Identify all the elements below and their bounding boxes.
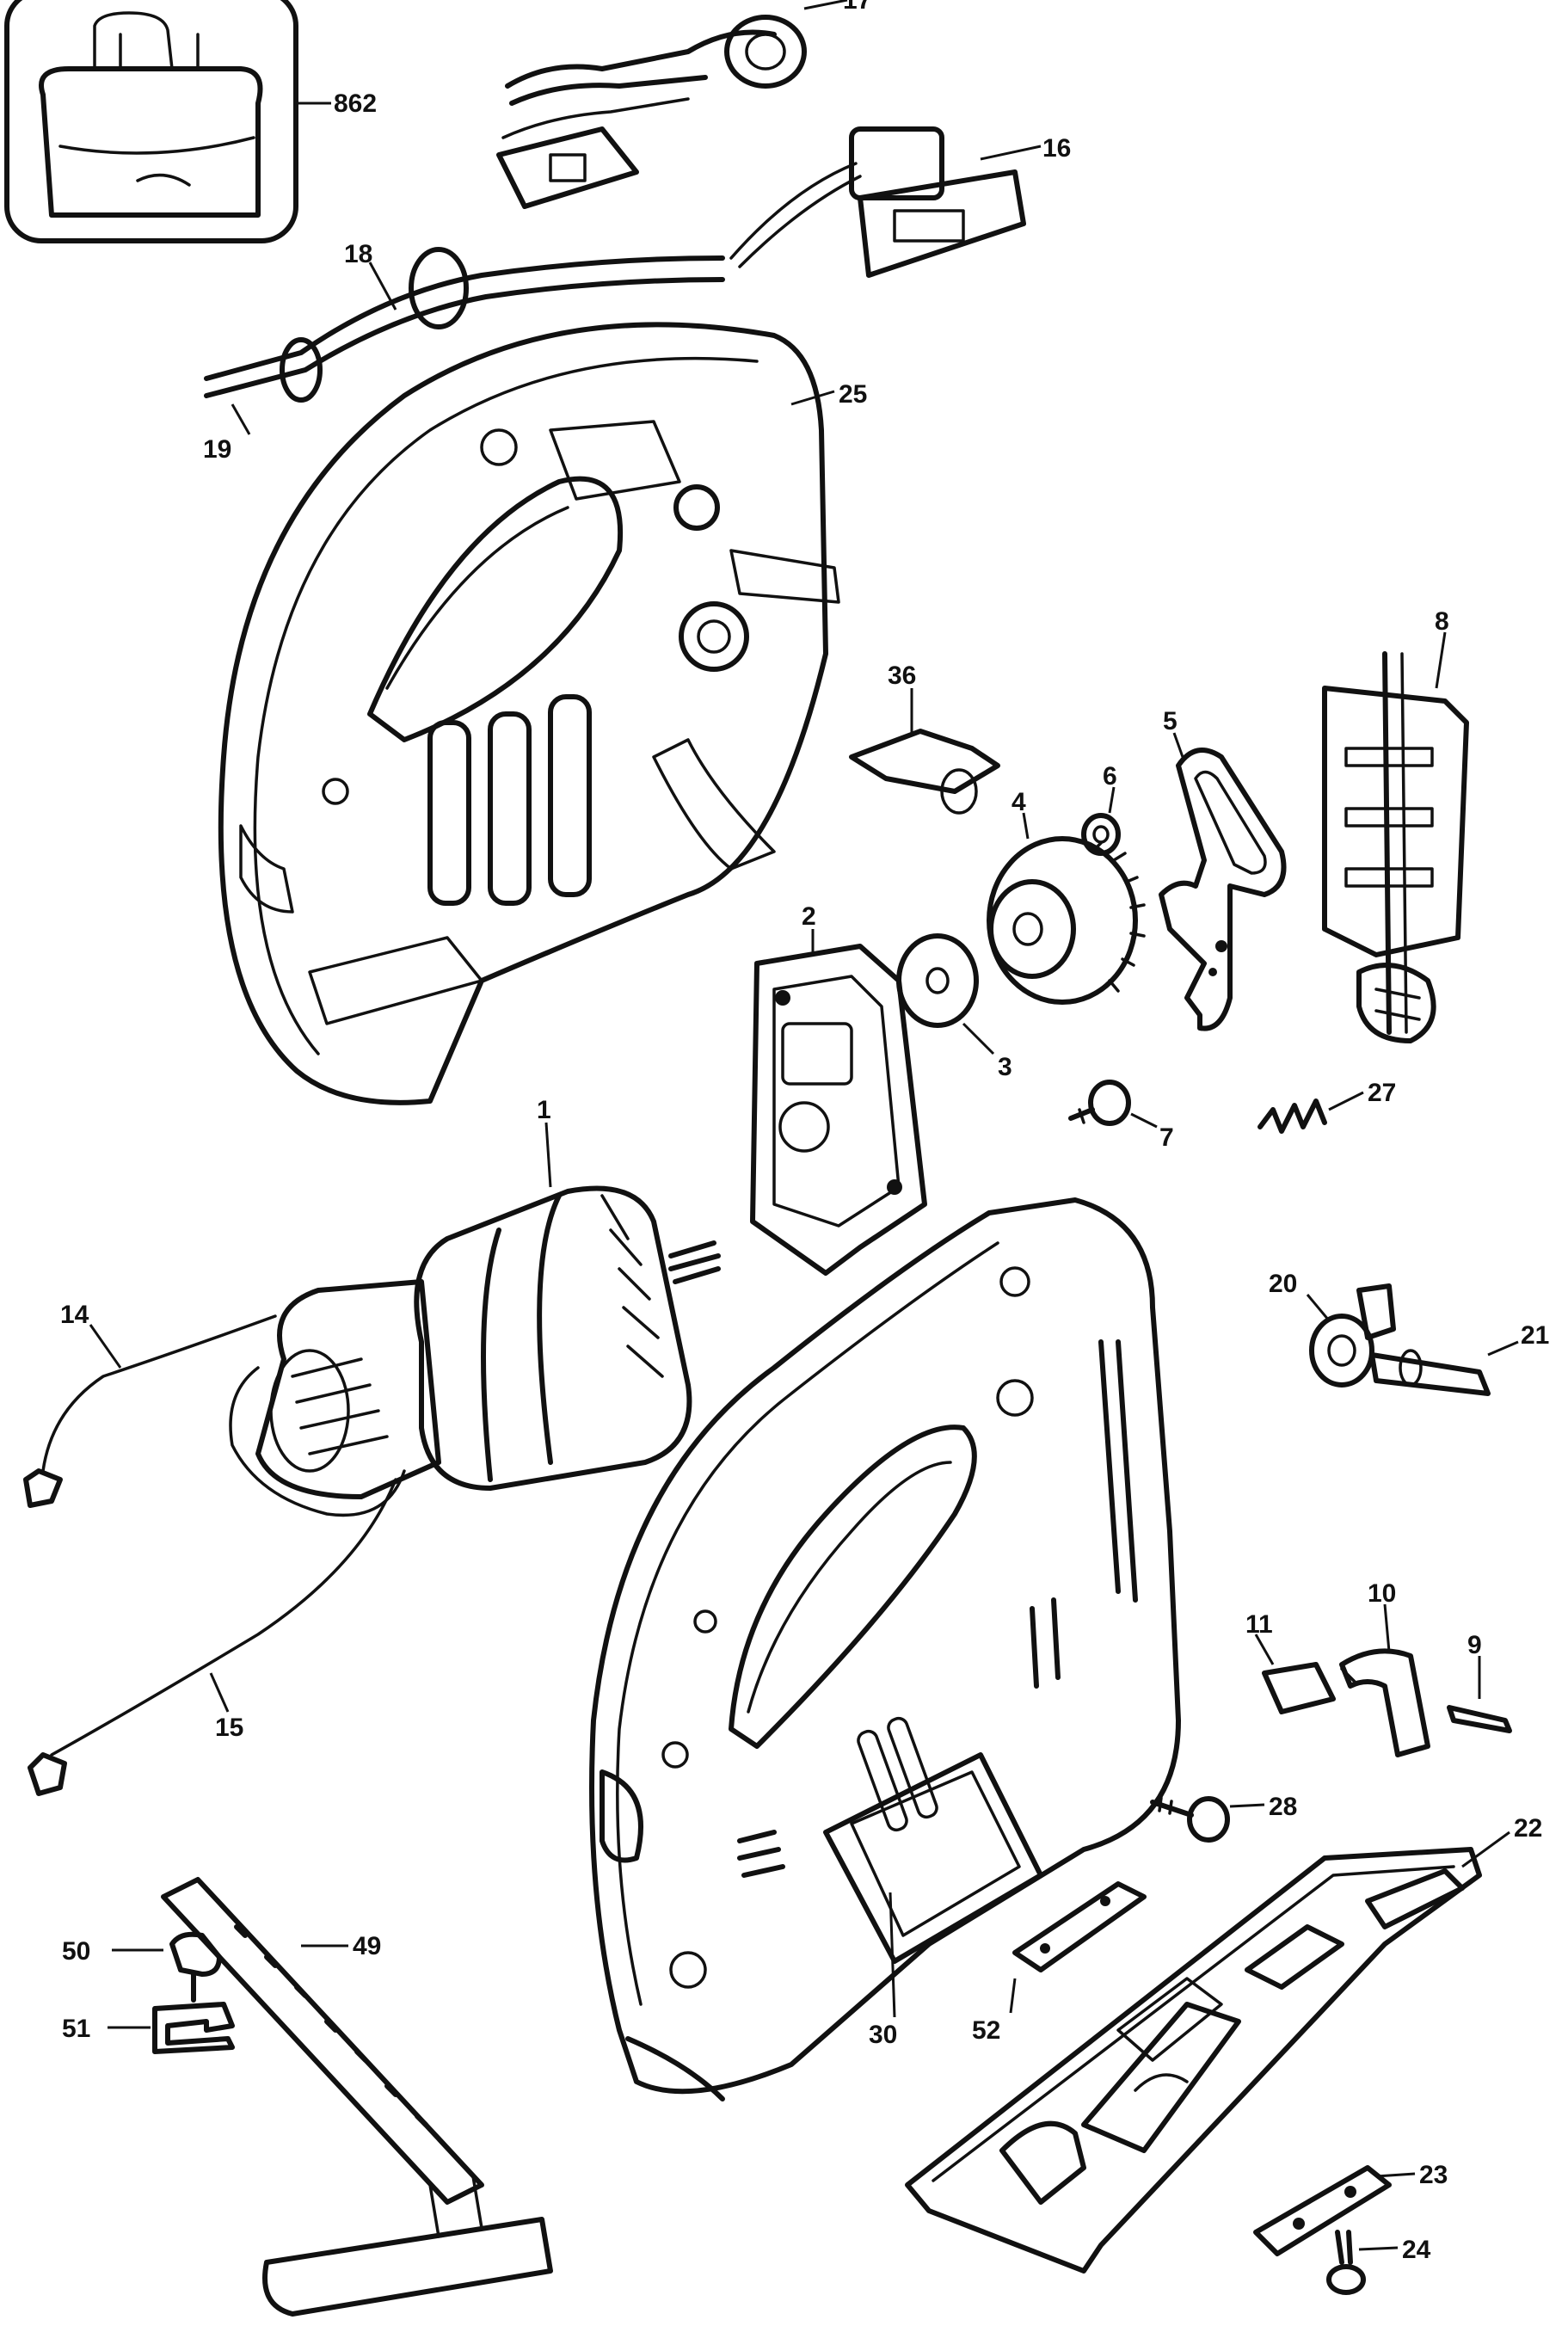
label-23: 23 xyxy=(1419,2161,1448,2189)
part-22-shoe-base xyxy=(905,1831,1510,2274)
part-4-gear xyxy=(987,812,1146,1005)
label-9: 9 xyxy=(1467,1631,1482,1659)
part-862-carry-bag xyxy=(4,0,331,243)
label-36: 36 xyxy=(888,661,916,690)
part-27-spring xyxy=(1257,1091,1364,1134)
label-5: 5 xyxy=(1163,707,1178,735)
label-51: 51 xyxy=(62,2015,90,2043)
label-25: 25 xyxy=(839,380,867,409)
part-21-shaft xyxy=(1369,1340,1519,1396)
part-9-pin xyxy=(1447,1656,1512,1733)
part-18-power-cord xyxy=(204,247,725,435)
label-17: 17 xyxy=(843,0,871,15)
part-11-clip-plate xyxy=(1254,1634,1336,1714)
label-14: 14 xyxy=(60,1301,89,1329)
part-50-knob xyxy=(112,1931,222,2003)
label-19: 19 xyxy=(203,435,231,464)
part-20-knob xyxy=(1306,1283,1396,1388)
label-862: 862 xyxy=(334,89,377,118)
part-51-clip xyxy=(108,2002,235,2054)
label-21: 21 xyxy=(1521,1321,1549,1350)
part-28-screw xyxy=(1150,1796,1265,1843)
part-36-clip xyxy=(849,688,1000,815)
part-52-plate xyxy=(1009,1881,1147,2014)
label-4: 4 xyxy=(1012,788,1026,816)
part-25-left-housing xyxy=(218,322,840,1105)
label-3: 3 xyxy=(998,1053,1012,1081)
part-16-trigger-switch xyxy=(729,126,1042,278)
label-18: 18 xyxy=(344,240,372,268)
part-6-small-washer xyxy=(1081,786,1121,856)
label-50: 50 xyxy=(62,1937,90,1966)
label-20: 20 xyxy=(1269,1270,1297,1298)
part-2-gear-plate xyxy=(750,929,927,1276)
label-1: 1 xyxy=(537,1096,551,1124)
part-49-rip-guide xyxy=(161,1877,553,2317)
part-10-bracket xyxy=(1339,1603,1430,1757)
part-24-clamp-screw xyxy=(1326,2230,1399,2295)
label-30: 30 xyxy=(869,2021,897,2049)
label-6: 6 xyxy=(1103,762,1117,791)
label-10: 10 xyxy=(1368,1579,1396,1608)
label-11: 11 xyxy=(1245,1610,1273,1639)
part-8-plunger-assembly xyxy=(1322,631,1469,1043)
label-2: 2 xyxy=(802,902,816,931)
label-28: 28 xyxy=(1269,1793,1297,1821)
label-15: 15 xyxy=(215,1714,243,1742)
label-7: 7 xyxy=(1159,1123,1174,1152)
part-15-lead-wire xyxy=(28,1478,397,1796)
part-7-screw xyxy=(1068,1080,1158,1129)
label-27: 27 xyxy=(1368,1079,1396,1107)
label-52: 52 xyxy=(972,2016,1000,2045)
label-24: 24 xyxy=(1402,2236,1431,2264)
part-30-right-housing xyxy=(589,1197,1181,2101)
label-49: 49 xyxy=(353,1932,381,1960)
part-17-switch-harness xyxy=(496,0,848,209)
part-1-motor xyxy=(229,1122,721,1517)
part-3-washer xyxy=(896,933,995,1055)
part-14-lead-wire xyxy=(23,1314,277,1508)
label-22: 22 xyxy=(1514,1814,1542,1843)
part-5-lever xyxy=(1159,732,1287,1031)
label-8: 8 xyxy=(1435,607,1449,636)
label-16: 16 xyxy=(1042,134,1071,163)
part-23-blade-clamp xyxy=(1253,2165,1416,2256)
